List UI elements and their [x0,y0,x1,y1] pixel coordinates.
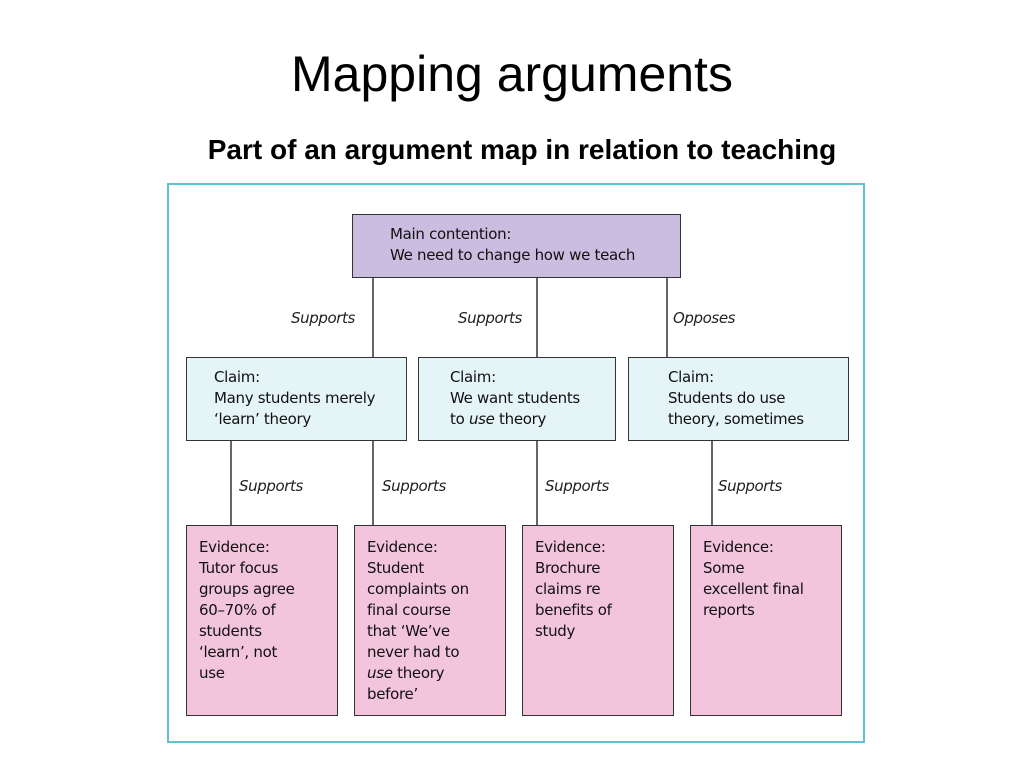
evidence-label: Evidence: [703,538,774,556]
evidence-text: students [199,622,262,640]
claim-text: Many students merely [214,389,376,407]
evidence-box: Evidence: Student complaints on final co… [354,525,506,716]
evidence-text: before’ [367,685,418,703]
evidence-text: claims re [535,580,601,598]
evidence-text: excellent final [703,580,804,598]
evidence-text: Student [367,559,424,577]
evidence-label: Evidence: [199,538,270,556]
main-contention-box: Main contention: We need to change how w… [352,214,681,278]
relation-label-evidence3: Supports [545,477,609,495]
claim-text-part: theory [494,410,547,428]
evidence-text: Tutor focus [199,559,279,577]
claim-text-emphasis: use [468,410,495,428]
evidence-text: groups agree [199,580,295,598]
relation-label-evidence2: Supports [382,477,446,495]
evidence-box: Evidence: Tutor focus groups agree 60–70… [186,525,338,716]
evidence-text: benefits of [535,601,612,619]
main-contention-text: We need to change how we teach [390,246,636,264]
relation-label-evidence1: Supports [239,477,303,495]
evidence-text: Brochure [535,559,601,577]
evidence-text: that ‘We’ve [367,622,450,640]
claim-label: Claim: [668,368,714,386]
evidence-text: complaints on [367,580,469,598]
claim-text: We want students [450,389,580,407]
evidence-label: Evidence: [367,538,438,556]
claim-box: Claim: Students do use theory, sometimes [628,357,849,441]
slide-subtitle: Part of an argument map in relation to t… [207,134,837,165]
slide-title: Mapping arguments [291,46,733,102]
claim-text-part: to [450,410,469,428]
evidence-text: study [535,622,576,640]
evidence-text-part: theory [392,664,445,682]
evidence-box: Evidence: Brochure claims re benefits of… [522,525,674,716]
relation-label-claim3: Opposes [673,309,736,327]
relation-label-evidence4: Supports [718,477,782,495]
evidence-text: never had to [367,643,460,661]
claim-label: Claim: [214,368,260,386]
evidence-text: reports [703,601,755,619]
claim-text: to use theory [450,409,615,430]
evidence-text: ‘learn’, not [199,643,278,661]
claim-text: Students do use [668,389,786,407]
diagram-frame [167,183,865,743]
evidence-box: Evidence: Some excellent final reports [690,525,842,716]
claim-text: ‘learn’ theory [214,410,311,428]
claim-box: Claim: We want students to use theory [418,357,616,441]
evidence-text: 60–70% of [199,601,276,619]
main-contention-label: Main contention: [390,225,512,243]
relation-label-claim2: Supports [458,309,522,327]
evidence-text: final course [367,601,451,619]
evidence-text: Some [703,559,745,577]
relation-label-claim1: Supports [291,309,355,327]
claim-box: Claim: Many students merely ‘learn’ theo… [186,357,407,441]
evidence-text: use theory [367,663,505,684]
evidence-text-emphasis: use [367,664,393,682]
evidence-text: use [199,664,225,682]
claim-text: theory, sometimes [668,410,804,428]
evidence-label: Evidence: [535,538,606,556]
claim-label: Claim: [450,368,496,386]
